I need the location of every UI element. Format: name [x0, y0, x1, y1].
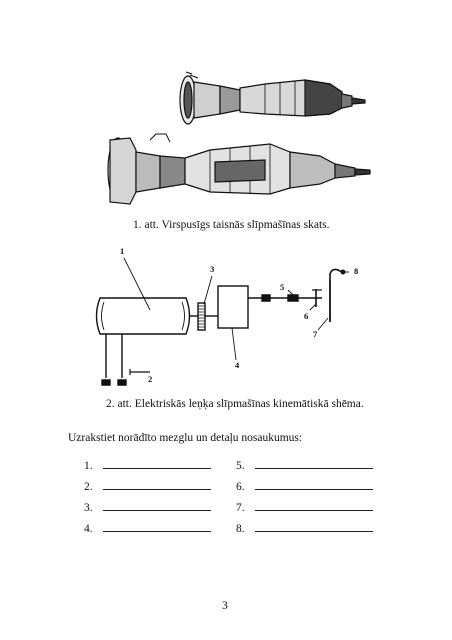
scheme-label-3: 3 [210, 264, 215, 274]
scheme-label-2: 2 [148, 374, 153, 384]
answer-number: 5. [236, 460, 245, 472]
answer-number: 7. [236, 502, 245, 514]
answer-number: 2. [84, 481, 93, 493]
answer-number: 4. [84, 523, 93, 535]
figure-1-caption: 1. att. Virspusīgs taisnās slīpmašīnas s… [133, 219, 330, 231]
answer-blank[interactable] [254, 479, 373, 490]
answer-blank[interactable] [254, 458, 373, 469]
answer-blank[interactable] [254, 521, 373, 532]
figure-2-kinematic-scheme [95, 257, 349, 386]
answer-line-7[interactable]: 7. [236, 500, 373, 514]
answer-line-5[interactable]: 5. [236, 458, 373, 472]
answer-blank[interactable] [254, 500, 373, 511]
motor-body [95, 297, 191, 335]
figure-1-illustration [107, 71, 371, 205]
answer-line-3[interactable]: 3. [84, 500, 211, 514]
answer-blank[interactable] [102, 500, 211, 511]
answer-line-1[interactable]: 1. [84, 458, 211, 472]
scheme-label-8: 8 [354, 266, 359, 276]
straight-grinder-bottom-drawing [107, 133, 371, 205]
answer-line-4[interactable]: 4. [84, 521, 211, 535]
scheme-label-6: 6 [304, 311, 309, 321]
answer-line-8[interactable]: 8. [236, 521, 373, 535]
answer-number: 6. [236, 481, 245, 493]
instruction-text: Uzrakstiet norādīto mezglu un detaļu nos… [68, 432, 303, 444]
answer-number: 1. [84, 460, 93, 472]
scheme-label-1: 1 [120, 246, 125, 256]
answer-blank[interactable] [102, 458, 211, 469]
reducer-box [217, 285, 249, 329]
answer-line-2[interactable]: 2. [84, 479, 211, 493]
answer-line-6[interactable]: 6. [236, 479, 373, 493]
straight-grinder-top-drawing [179, 71, 366, 125]
scheme-label-5: 5 [280, 282, 285, 292]
answer-number: 8. [236, 523, 245, 535]
figure-2-caption: 2. att. Elektriskās leņķa slīpmašīnas ki… [106, 398, 364, 410]
page-number: 3 [222, 600, 228, 612]
gear-part [197, 302, 206, 331]
scheme-label-4: 4 [235, 360, 240, 370]
answer-number: 3. [84, 502, 93, 514]
scheme-label-7: 7 [313, 329, 318, 339]
answer-blank[interactable] [102, 479, 211, 490]
answer-blank[interactable] [102, 521, 211, 532]
